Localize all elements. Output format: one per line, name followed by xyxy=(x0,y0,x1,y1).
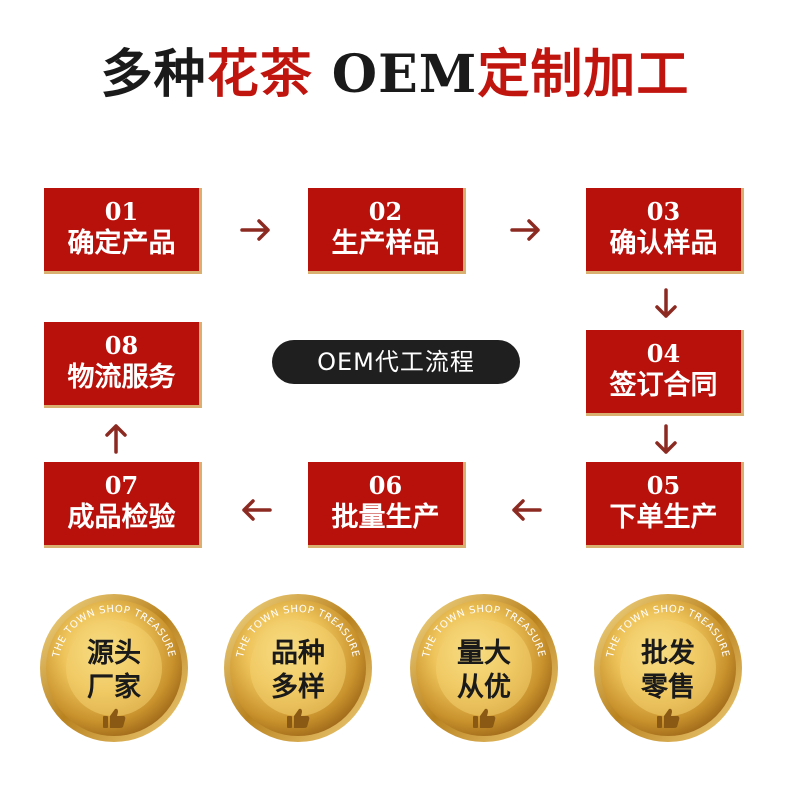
badge-variety: THE TOWN SHOP TREASURE 品种 多样 xyxy=(222,592,374,744)
step-08: 08 物流服务 xyxy=(44,322,202,408)
step-number: 06 xyxy=(368,471,403,500)
thumbs-up-icon xyxy=(103,708,126,728)
step-label: 成品检验 xyxy=(67,502,176,533)
step-07: 07 成品检验 xyxy=(44,462,202,548)
badge-line-1: 源头 xyxy=(87,638,141,669)
badge-line-1: 批发 xyxy=(641,637,695,669)
badge-line-2: 从优 xyxy=(457,672,511,703)
step-02: 02 生产样品 xyxy=(308,188,466,274)
step-label: 确认样品 xyxy=(609,228,718,259)
step-number: 05 xyxy=(646,471,681,500)
title-part-3: OEM xyxy=(312,44,478,105)
step-label: 批量生产 xyxy=(331,502,440,533)
arrow-up-icon xyxy=(105,424,127,454)
title-part-1: 多种 xyxy=(100,44,207,105)
step-01: 01 确定产品 xyxy=(44,188,202,274)
badge-line-1: 量大 xyxy=(457,638,511,669)
arrow-left-icon xyxy=(242,499,272,521)
title-part-4: 定制加工 xyxy=(477,44,690,105)
step-number: 01 xyxy=(104,197,139,226)
step-03: 03 确认样品 xyxy=(586,188,744,274)
step-label: 确定产品 xyxy=(67,228,176,259)
thumbs-up-icon xyxy=(657,708,680,728)
step-number: 08 xyxy=(104,331,139,360)
step-number: 02 xyxy=(368,197,403,226)
step-05: 05 下单生产 xyxy=(586,462,744,548)
step-06: 06 批量生产 xyxy=(308,462,466,548)
badge-bulk-discount: THE TOWN SHOP TREASURE 量大 从优 xyxy=(408,592,560,744)
arrow-right-icon xyxy=(510,219,540,241)
arrow-left-icon xyxy=(512,499,542,521)
thumbs-up-icon xyxy=(287,708,310,728)
badge-line-2: 多样 xyxy=(271,671,325,703)
badge-line-1: 品种 xyxy=(271,638,325,669)
page-title: 多种花茶 OEM定制加工 xyxy=(0,40,790,110)
step-label: 生产样品 xyxy=(331,228,440,259)
step-label: 签订合同 xyxy=(609,370,718,401)
arrow-right-icon xyxy=(240,219,270,241)
arrow-down-icon xyxy=(655,424,677,454)
title-part-2: 花茶 xyxy=(206,44,313,105)
step-label: 下单生产 xyxy=(609,502,718,533)
arrow-down-icon xyxy=(655,288,677,318)
step-number: 07 xyxy=(104,471,139,500)
thumbs-up-icon xyxy=(473,708,496,728)
badge-line-2: 厂家 xyxy=(87,671,141,703)
oem-process-label: OEM代工流程 xyxy=(272,340,520,384)
badge-wholesale-retail: THE TOWN SHOP TREASURE 批发 零售 xyxy=(592,592,744,744)
badge-source-factory: THE TOWN SHOP TREASURE 源头 厂家 xyxy=(38,592,190,744)
step-04: 04 签订合同 xyxy=(586,330,744,416)
step-label: 物流服务 xyxy=(67,362,176,393)
step-number: 04 xyxy=(646,339,681,368)
step-number: 03 xyxy=(646,197,681,226)
badge-line-2: 零售 xyxy=(640,671,695,703)
